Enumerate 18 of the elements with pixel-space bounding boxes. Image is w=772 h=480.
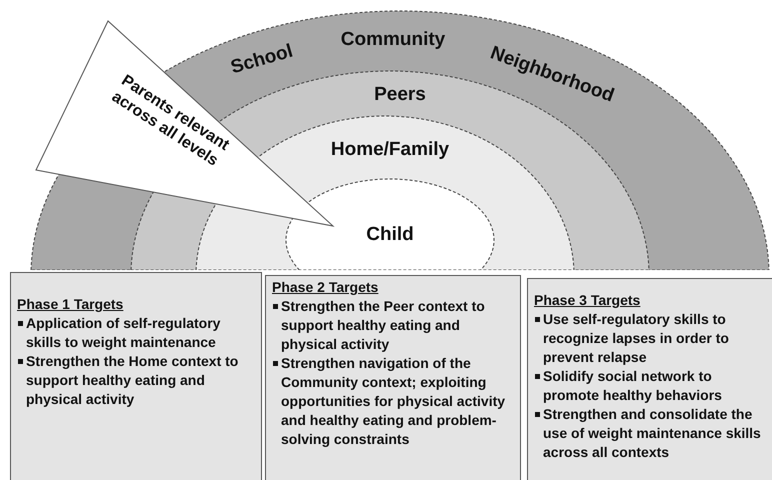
panel-heading: Phase 2 Targets: [272, 278, 380, 297]
target-item: Solidify social network to promote healthy behaviors: [534, 367, 770, 405]
ring-label: Community: [340, 29, 446, 51]
target-panel: [265, 275, 521, 480]
ring-label: Child: [366, 224, 414, 246]
target-item: Strengthen the Home context to support healthy eating and physical activity: [17, 352, 255, 409]
target-panel: [10, 272, 262, 480]
target-item: Strengthen navigation of the Community context; exploiting opportunities for physical activity and healthy eating and problem-solving constraints: [272, 354, 514, 449]
target-item: Use self-regulatory skills to recognize lapses in order to prevent relapse: [534, 310, 770, 367]
ring-label: Home/Family: [330, 139, 450, 161]
target-panel: [527, 278, 772, 480]
panel-heading: Phase 3 Targets: [534, 291, 642, 310]
target-item: Strengthen and consolidate the use of weight maintenance skills across all contexts: [534, 405, 770, 462]
target-item: Application of self-regulatory skills to weight maintenance: [17, 314, 255, 352]
panel-heading: Phase 1 Targets: [17, 295, 124, 314]
ring-label: Peers: [374, 84, 426, 106]
ring-label: School: [228, 40, 296, 80]
target-item: Strengthen the Peer context to support healthy eating and physical activity: [272, 297, 514, 354]
